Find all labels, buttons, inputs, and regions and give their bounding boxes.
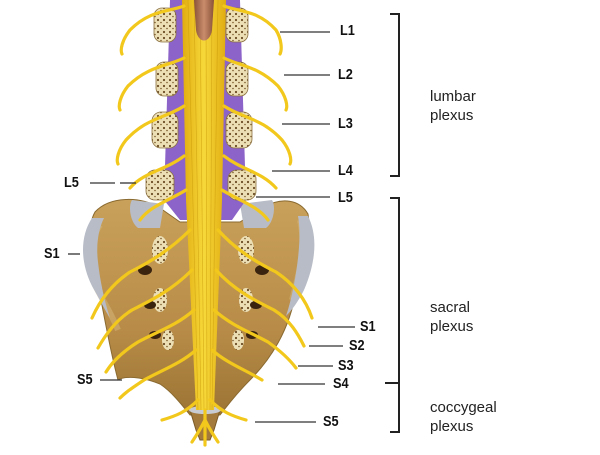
label-L3: L3 (338, 115, 353, 132)
nerve-roots (90, 4, 314, 447)
label-left-S1: S1 (44, 245, 60, 262)
label-S2: S2 (349, 337, 365, 354)
lumbar-plexus-bracket (390, 13, 400, 177)
label-S5: S5 (323, 413, 339, 430)
label-S1: S1 (360, 318, 376, 335)
lumbar-plexus-line1: lumbar (430, 88, 476, 105)
spinal-cord (182, 0, 226, 411)
label-left-L5: L5 (64, 174, 79, 191)
coccygeal-plexus-line1: coccygeal (430, 399, 497, 416)
coccygeal-plexus-label: coccygeal plexus (430, 398, 497, 436)
sacral-plexus-label: sacral plexus (430, 298, 473, 336)
label-S4: S4 (333, 375, 349, 392)
plexus-divider-tick (385, 382, 400, 384)
sacroiliac-cartilage (83, 200, 315, 318)
sacral-plexus-line1: sacral (430, 299, 471, 316)
label-L4: L4 (338, 162, 353, 179)
conus-medullaris (194, 0, 214, 41)
label-S3: S3 (338, 357, 354, 374)
lumbar-plexus-label: lumbar plexus (430, 87, 476, 125)
coccygeal-plexus-bracket (390, 383, 400, 433)
label-L5: L5 (338, 189, 353, 206)
label-left-S5: S5 (77, 371, 93, 388)
lumbar-plexus-line2: plexus (430, 107, 474, 124)
coccygeal-plexus-line2: plexus (430, 418, 474, 435)
label-L1: L1 (340, 22, 355, 39)
leader-lines (68, 31, 355, 423)
label-L2: L2 (338, 66, 353, 83)
sacral-plexus-bracket (390, 197, 400, 385)
sacral-plexus-line2: plexus (430, 318, 474, 335)
